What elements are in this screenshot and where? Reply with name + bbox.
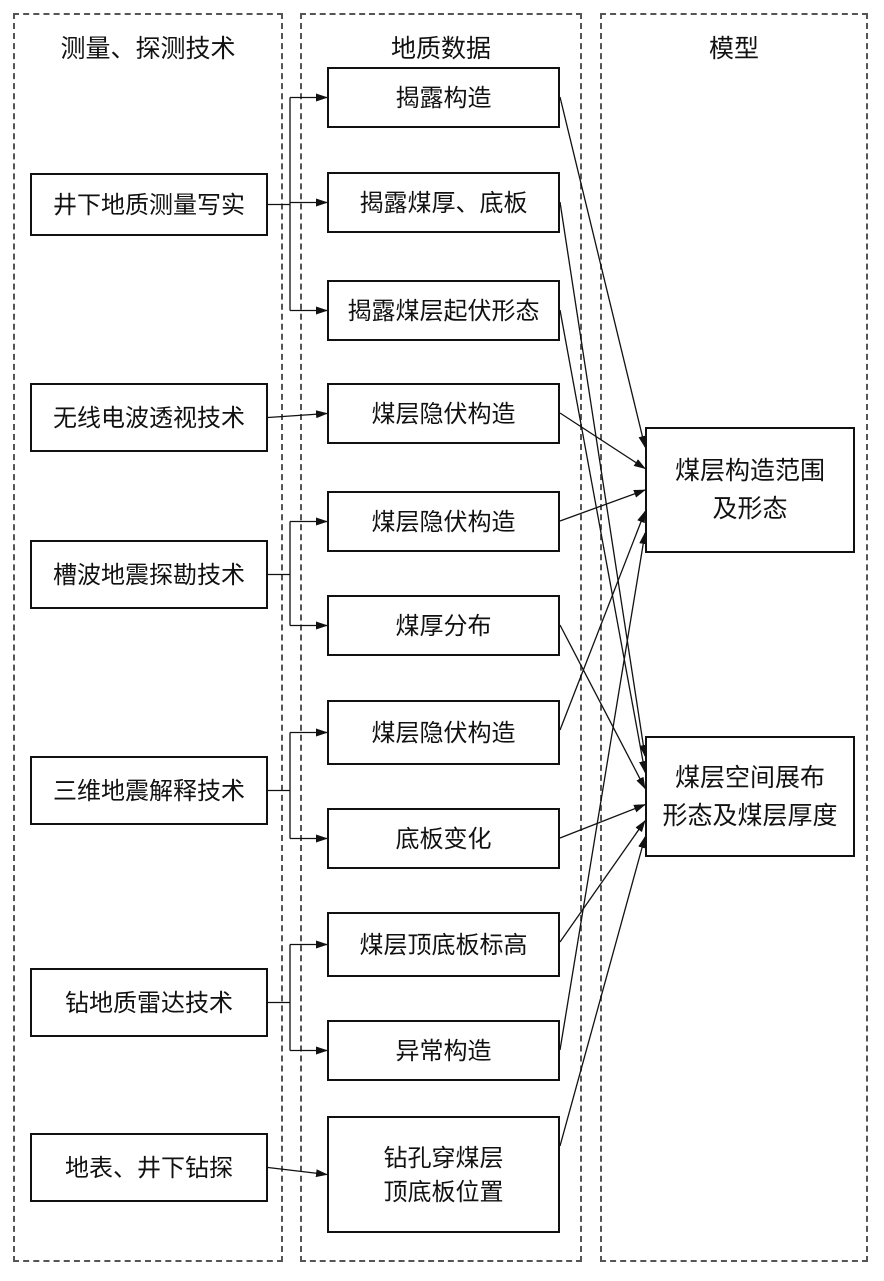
data-label: 揭露构造: [395, 83, 492, 112]
data-label: 煤厚分布: [395, 611, 492, 640]
model-box-spatial-distribution[interactable]: 煤层空间展布 形态及煤层厚度: [645, 736, 855, 857]
data-label: 煤层隐伏构造: [371, 718, 516, 747]
method-label: 槽波地震探勘技术: [53, 560, 245, 589]
data-label: 煤层隐伏构造: [371, 507, 516, 536]
method-label: 无线电波透视技术: [53, 403, 245, 432]
data-box-roof-floor-elevation[interactable]: 煤层顶底板标高: [327, 912, 560, 977]
data-label: 揭露煤层起伏形态: [347, 296, 540, 325]
method-box-radio-wave[interactable]: 无线电波透视技术: [30, 383, 268, 452]
data-label: 钻孔穿煤层 顶底板位置: [383, 1143, 504, 1206]
method-box-channel-wave[interactable]: 槽波地震探勘技术: [30, 540, 268, 609]
data-label: 煤层隐伏构造: [371, 399, 516, 428]
method-label: 钻地质雷达技术: [65, 988, 233, 1017]
data-box-hidden-structure-2[interactable]: 煤层隐伏构造: [327, 491, 560, 552]
data-box-anomaly-structure[interactable]: 异常构造: [327, 1020, 560, 1081]
method-label: 井下地质测量写实: [53, 190, 245, 219]
method-label: 三维地震解释技术: [53, 776, 245, 805]
column-methods: 测量、探测技术: [13, 13, 283, 1262]
data-box-borehole-position[interactable]: 钻孔穿煤层 顶底板位置: [327, 1116, 560, 1233]
data-box-floor-change[interactable]: 底板变化: [327, 808, 560, 869]
model-box-structure-range[interactable]: 煤层构造范围 及形态: [645, 427, 855, 553]
data-box-exposed-undulation[interactable]: 揭露煤层起伏形态: [327, 280, 560, 341]
column-title-methods: 测量、探测技术: [60, 34, 236, 63]
column-title-model: 模型: [708, 34, 759, 63]
column-title-geo-data: 地质数据: [390, 34, 491, 63]
method-box-drill-radar[interactable]: 钻地质雷达技术: [30, 968, 268, 1037]
method-label: 地表、井下钻探: [65, 1153, 233, 1182]
data-label: 底板变化: [395, 824, 492, 853]
data-box-thickness-distribution[interactable]: 煤厚分布: [327, 595, 560, 656]
data-label: 煤层顶底板标高: [359, 930, 528, 959]
model-label: 煤层构造范围 及形态: [674, 456, 825, 523]
column-model: 模型: [600, 13, 868, 1262]
method-box-underground-survey[interactable]: 井下地质测量写实: [30, 173, 268, 236]
data-box-hidden-structure-3[interactable]: 煤层隐伏构造: [327, 700, 560, 765]
data-box-exposed-structure[interactable]: 揭露构造: [327, 67, 560, 128]
method-box-drilling[interactable]: 地表、井下钻探: [30, 1133, 268, 1202]
data-label: 揭露煤厚、底板: [359, 188, 528, 217]
model-label: 煤层空间展布 形态及煤层厚度: [662, 762, 838, 830]
method-box-3d-seismic[interactable]: 三维地震解释技术: [30, 756, 268, 825]
data-label: 异常构造: [395, 1036, 492, 1065]
data-box-hidden-structure-1[interactable]: 煤层隐伏构造: [327, 383, 560, 444]
data-box-exposed-thickness-floor[interactable]: 揭露煤厚、底板: [327, 172, 560, 233]
